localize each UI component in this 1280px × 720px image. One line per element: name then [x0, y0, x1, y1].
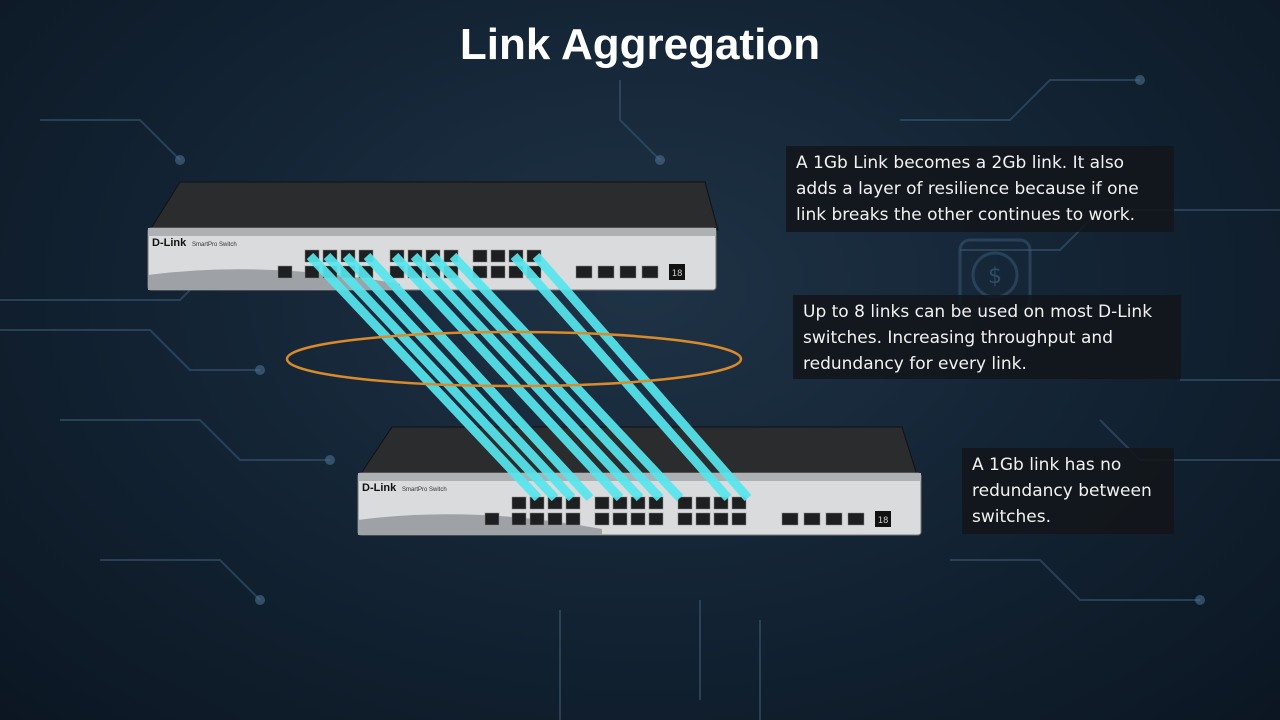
callout-single-link: A 1Gb link has no redundancy between swi…	[962, 448, 1174, 534]
slide-title: Link Aggregation	[459, 20, 821, 69]
bottom-switch-brand: D-Link	[362, 482, 397, 494]
svg-text:$: $	[988, 264, 1002, 289]
bottom-switch-series: SmartPro Switch	[402, 487, 447, 493]
top-switch-series: SmartPro Switch	[192, 242, 237, 248]
callout-link-resilience: A 1Gb Link becomes a 2Gb link. It also a…	[786, 146, 1174, 232]
bottom-switch: D-Link SmartPro Switch 18	[357, 426, 922, 536]
bottom-switch-display: 18	[878, 516, 889, 526]
top-switch-brand: D-Link	[152, 237, 187, 249]
callout-max-links: Up to 8 links can be used on most D-Link…	[793, 295, 1181, 379]
top-switch-display: 18	[672, 269, 683, 279]
top-switch: D-Link SmartPro Switch 18	[147, 181, 719, 291]
